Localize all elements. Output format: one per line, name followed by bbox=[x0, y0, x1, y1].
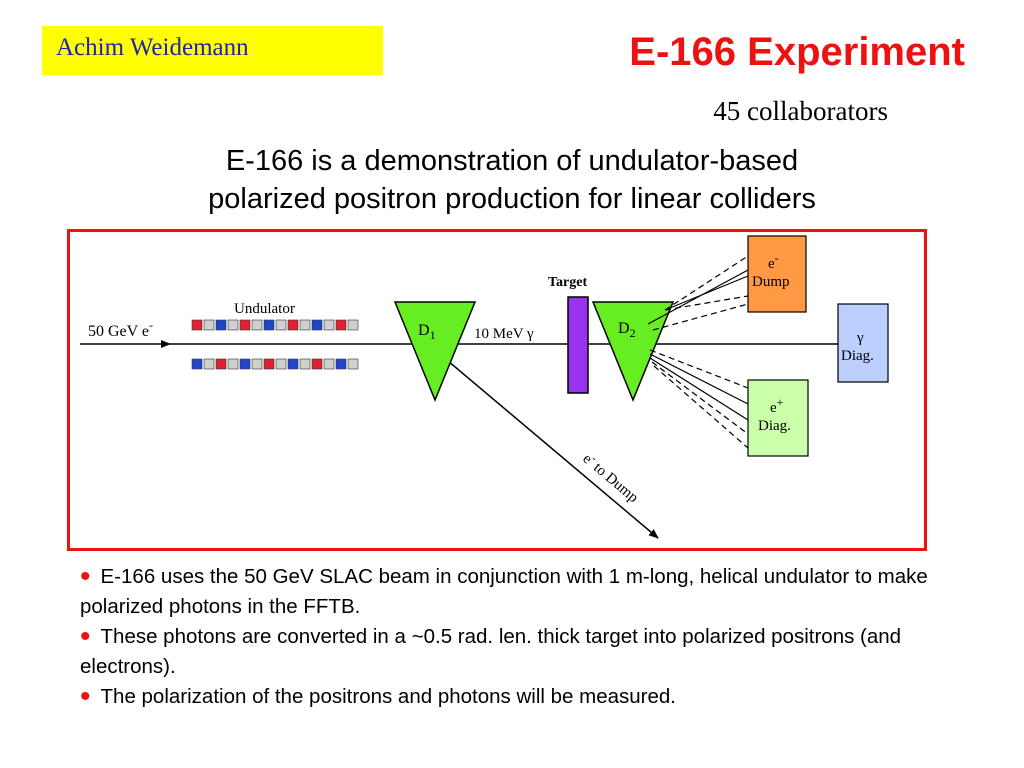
gamma-diagnostic-box bbox=[837, 303, 889, 383]
positron-fan-line bbox=[653, 365, 749, 449]
positron-diagnostic-box bbox=[747, 379, 809, 457]
diagram-canvas: 50 GeV e- Undulator e- to Dump D1 10 MeV… bbox=[80, 235, 889, 539]
undulator-segment bbox=[323, 319, 335, 331]
undulator-segment bbox=[299, 319, 311, 331]
positron-fan-line bbox=[649, 349, 749, 389]
target-label: Target bbox=[548, 275, 587, 290]
bullet-text: These photons are converted in a ~0.5 ra… bbox=[80, 625, 902, 678]
undulator-segment bbox=[347, 358, 359, 370]
author-label: Achim Weidemann bbox=[42, 26, 383, 75]
positron-fan-line bbox=[649, 353, 749, 405]
bullet-item-1: •E-166 uses the 50 GeV SLAC beam in conj… bbox=[80, 562, 950, 622]
electron-fan-line bbox=[664, 255, 749, 311]
undulator-segment bbox=[227, 319, 239, 331]
bullet-dot-icon: • bbox=[80, 680, 91, 713]
undulator-top-row bbox=[191, 319, 359, 331]
electron-dump-line bbox=[434, 349, 659, 539]
undulator-segment bbox=[215, 358, 227, 370]
undulator-segment bbox=[191, 319, 203, 331]
headline: E-166 is a demonstration of undulator-ba… bbox=[60, 142, 964, 218]
headline-line-1: E-166 is a demonstration of undulator-ba… bbox=[225, 145, 799, 177]
electron-dump-label: e- to Dump bbox=[579, 449, 643, 507]
bullet-item-3: • The polarization of the positrons and p… bbox=[80, 682, 950, 712]
d1-label: D1 bbox=[418, 322, 436, 342]
undulator-segment bbox=[323, 358, 335, 370]
undulator-segment bbox=[299, 358, 311, 370]
undulator-segment bbox=[251, 358, 263, 370]
undulator-segment bbox=[275, 358, 287, 370]
undulator-segment bbox=[263, 319, 275, 331]
undulator-segment bbox=[239, 358, 251, 370]
undulator-segment bbox=[251, 319, 263, 331]
gamma-diag-label-1: γ bbox=[856, 330, 864, 346]
electron-fan-line bbox=[647, 269, 749, 325]
headline-line-2: polarized positron production for linear… bbox=[208, 183, 816, 215]
bullet-item-2: •These photons are converted in a ~0.5 r… bbox=[80, 622, 950, 682]
undulator-bottom-row bbox=[191, 358, 359, 370]
undulator-segment bbox=[287, 358, 299, 370]
undulator-segment bbox=[239, 319, 251, 331]
bullet-dot-icon: • bbox=[80, 560, 91, 593]
electron-dump-label-1: e- bbox=[768, 251, 779, 272]
undulator-segment bbox=[347, 319, 359, 331]
beam-energy-label: 50 GeV e- bbox=[88, 318, 153, 340]
experiment-diagram: 50 GeV e- Undulator e- to Dump D1 10 MeV… bbox=[67, 229, 927, 551]
bullet-dot-icon: • bbox=[80, 620, 91, 653]
electron-dump-box bbox=[747, 235, 807, 313]
page-title: E-166 Experiment bbox=[629, 30, 965, 74]
electron-dump-label-2: Dump bbox=[752, 274, 790, 290]
undulator-segment bbox=[275, 319, 287, 331]
bullet-list: •E-166 uses the 50 GeV SLAC beam in conj… bbox=[80, 562, 950, 712]
undulator-segment bbox=[203, 358, 215, 370]
bullet-text: The polarization of the positrons and ph… bbox=[100, 685, 676, 708]
positron-diag-label-2: Diag. bbox=[758, 418, 791, 434]
undulator-label: Undulator bbox=[234, 301, 295, 317]
positron-fan-line bbox=[651, 361, 749, 435]
photon-energy-label: 10 MeV γ bbox=[474, 326, 534, 342]
undulator-segment bbox=[191, 358, 203, 370]
undulator-segment bbox=[215, 319, 227, 331]
undulator-segment bbox=[263, 358, 275, 370]
undulator-segment bbox=[227, 358, 239, 370]
undulator-segment bbox=[335, 319, 347, 331]
bullet-text: E-166 uses the 50 GeV SLAC beam in conju… bbox=[80, 565, 928, 618]
undulator-segment bbox=[311, 358, 323, 370]
electron-fan-line bbox=[652, 303, 749, 331]
undulator-segment bbox=[311, 319, 323, 331]
dipole-magnet-d1 bbox=[393, 301, 477, 402]
collaborators-count: 45 collaborators bbox=[713, 96, 888, 126]
undulator-segment bbox=[335, 358, 347, 370]
target-block bbox=[567, 296, 589, 394]
d2-label: D2 bbox=[618, 320, 636, 340]
positron-fan-line bbox=[649, 357, 749, 421]
gamma-diag-label-2: Diag. bbox=[841, 348, 874, 364]
undulator-segment bbox=[203, 319, 215, 331]
undulator-segment bbox=[287, 319, 299, 331]
positron-diag-label-1: e+ bbox=[770, 395, 784, 416]
